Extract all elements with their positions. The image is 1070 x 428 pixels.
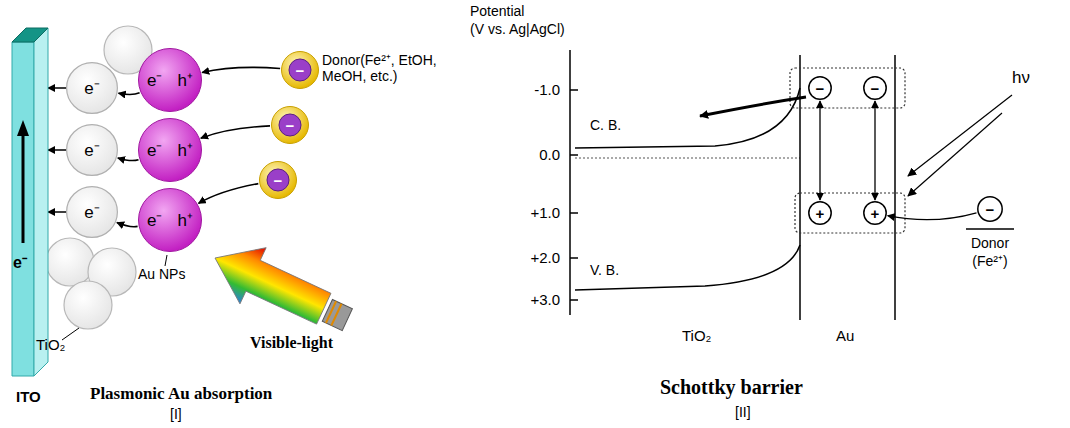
label: 0.0 — [505, 146, 560, 163]
node-text: − — [986, 202, 995, 217]
label: Donor(Fe²⁺, EtOH, MeOH, etc.) — [322, 52, 462, 84]
label: -1.0 — [505, 81, 560, 98]
label: Potential — [470, 3, 524, 19]
transfer-arrow — [117, 223, 138, 227]
tio2-particle: e⁻ — [66, 124, 118, 176]
node-text: ITO — [16, 389, 41, 404]
transfer-arrow — [48, 149, 66, 151]
transfer-arrow — [819, 101, 820, 200]
transfer-arrow — [888, 213, 977, 220]
transfer-arrow — [199, 184, 259, 204]
node-text: e⁻ — [147, 142, 162, 159]
node-text: h⁺ — [178, 212, 193, 229]
node-text: e⁻ — [147, 212, 162, 229]
node-text: e⁻ — [147, 72, 162, 89]
transfer-arrow — [119, 93, 140, 95]
label: Au — [836, 327, 854, 344]
label: C. B. — [590, 117, 621, 133]
label: (Fe²⁺) — [962, 253, 1018, 269]
donor-molecule: − — [271, 106, 309, 144]
au-nanoparticle: e⁻ h⁺ — [138, 188, 202, 252]
label: Schottky barrier — [660, 376, 803, 399]
node-text: − — [871, 81, 880, 96]
transfer-arrow — [118, 158, 139, 161]
node-text: h⁺ — [178, 142, 193, 159]
label: (V vs. Ag|AgCl) — [470, 21, 565, 37]
label: Au NPs — [138, 266, 185, 282]
charge-symbol: − — [808, 76, 832, 100]
label: +2.0 — [505, 249, 560, 266]
node-text: − — [286, 118, 295, 133]
label: V. B. — [590, 262, 619, 278]
donor-molecule: − — [281, 51, 319, 89]
node-text: e⁻ — [13, 255, 27, 271]
charge-symbol: − — [863, 76, 887, 100]
tio2-particle: e⁻ — [66, 62, 118, 114]
node-text: e⁻ — [84, 204, 99, 221]
charge-symbol: + — [808, 201, 832, 225]
donor-molecule: − — [259, 161, 297, 199]
transfer-arrow — [201, 126, 270, 138]
label: TiO₂ — [682, 327, 711, 344]
label: [II] — [735, 404, 751, 420]
charge-symbol: + — [863, 201, 887, 225]
label: +3.0 — [505, 291, 560, 308]
label: hν — [1012, 68, 1030, 88]
au-nanoparticle: e⁻ h⁺ — [138, 118, 202, 182]
node-text: + — [816, 206, 825, 221]
transfer-arrow — [48, 211, 66, 213]
tio2-particle: e⁻ — [66, 186, 118, 238]
ito-electrode: e⁻ITO — [12, 28, 48, 376]
label: Plasmonic Au absorption — [90, 384, 272, 404]
label: Donor — [962, 235, 1018, 251]
node-text: e⁻ — [84, 142, 99, 159]
node-text: − — [296, 63, 305, 78]
label: Visible-light — [250, 334, 333, 352]
label: TiO₂ — [36, 336, 65, 353]
transfer-arrow — [874, 101, 875, 200]
label: +1.0 — [505, 204, 560, 221]
transfer-arrow — [202, 67, 280, 72]
label: [I] — [170, 406, 182, 422]
node-text: + — [871, 206, 880, 221]
node-text: h⁺ — [178, 72, 193, 89]
au-nanoparticle: e⁻ h⁺ — [138, 48, 202, 112]
ito-electrode-outline — [12, 28, 48, 376]
node-text: − — [274, 173, 283, 188]
node-text: − — [816, 81, 825, 96]
node-text: e⁻ — [84, 80, 99, 97]
transfer-arrow — [48, 87, 66, 89]
charge-symbol: − — [977, 196, 1003, 222]
